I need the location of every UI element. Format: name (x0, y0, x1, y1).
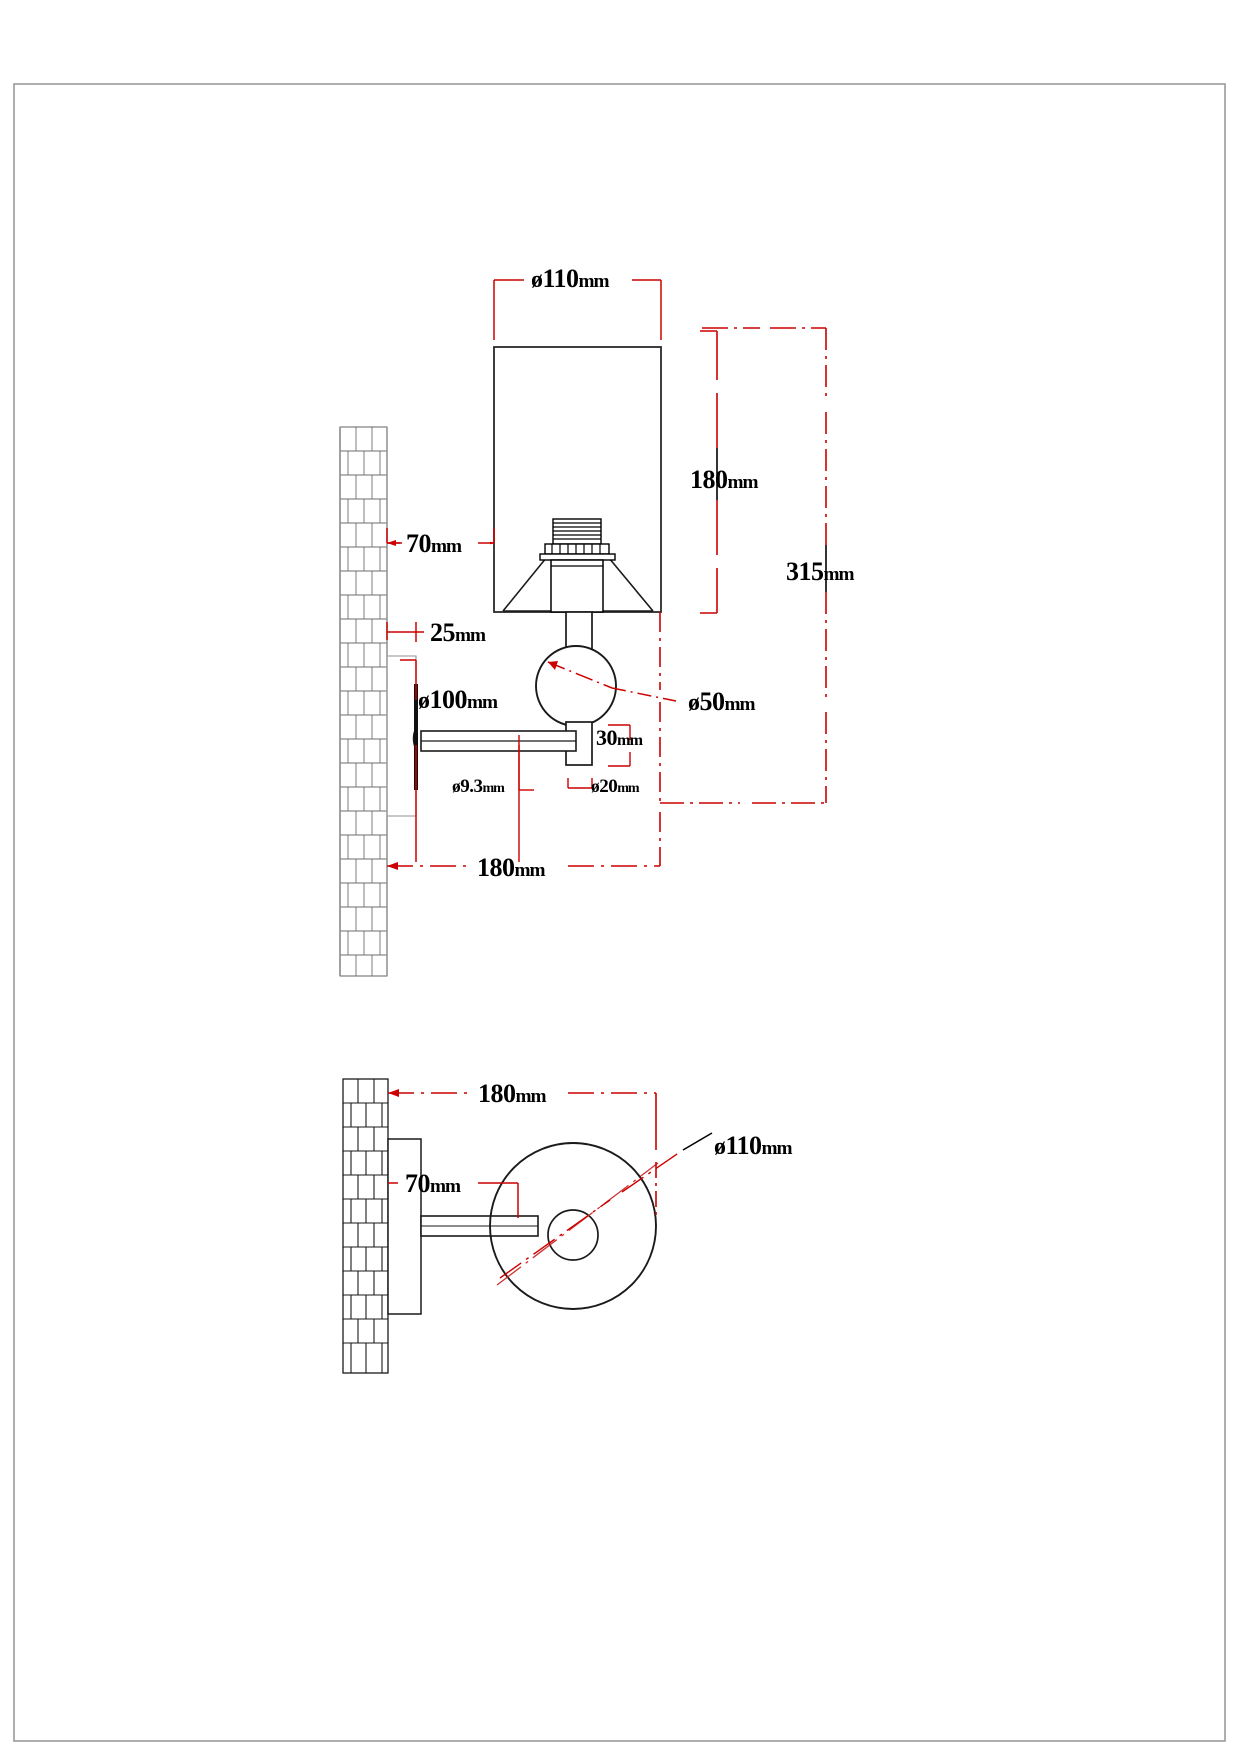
sheet-border (13, 83, 1226, 1742)
dim-label-stem-diameter: ø20mm (591, 776, 640, 797)
lamp-socket-icon (539, 518, 616, 613)
plan-backplate (387, 1138, 422, 1315)
support-arm (412, 727, 577, 752)
wall-backplate (386, 655, 418, 817)
dimension-lines-elevation (386, 279, 827, 870)
elevation-view (339, 279, 827, 977)
dim-plan-projection (388, 1089, 657, 1215)
dim-plan-shade-diameter-centre (499, 1151, 681, 1279)
dim-backplate-thickness (386, 622, 424, 642)
wall-hatch-icon-plan (342, 1078, 389, 1374)
wall-hatch-icon (339, 426, 388, 977)
dim-label-arm-offset: 30mm (596, 725, 643, 750)
dim-arm-diameter (518, 735, 534, 862)
dim-label-arm-diameter: ø9.3mm (452, 776, 505, 797)
dim-label-plan-projection: 180mm (478, 1079, 547, 1108)
plan-shade-circle (489, 1142, 657, 1310)
dim-label-plan-shade-diameter: ø110mm (714, 1131, 793, 1160)
plan-support-arm (420, 1215, 539, 1237)
ball-joint (535, 645, 617, 727)
dimension-lines-plan (388, 1089, 713, 1279)
dim-315-ext-bottom (659, 612, 826, 866)
dim-label-wall-to-shade: 70mm (406, 529, 462, 558)
dim-label-total-height: 315mm (786, 557, 855, 586)
plan-view (342, 1078, 713, 1374)
dim-label-backplate-thickness: 25mm (430, 618, 486, 647)
dim-projection (387, 862, 660, 870)
plan-socket-circle (547, 1209, 599, 1261)
plan-centerlines (496, 1162, 659, 1286)
dim-label-plan-wall-offset: 70mm (405, 1169, 461, 1198)
dim-label-ball-diameter: ø50mm (688, 687, 756, 716)
dim-stem-diameter (567, 778, 593, 789)
dim-arm-offset (608, 724, 631, 767)
dim-ball-diameter-leader (547, 661, 677, 702)
dim-label-backplate-diameter: ø100mm (418, 685, 498, 714)
dim-backplate-diameter (400, 659, 417, 862)
dim-label-projection: 180mm (477, 853, 546, 882)
dim-plan-wall-offset (388, 1182, 519, 1218)
dim-label-shade-diameter: ø110mm (531, 264, 610, 293)
dim-shade-diameter (493, 279, 662, 340)
dim-shade-height (700, 330, 718, 614)
dim-plan-shade-diameter (682, 1132, 713, 1151)
dim-label-shade-height: 180mm (690, 465, 759, 494)
